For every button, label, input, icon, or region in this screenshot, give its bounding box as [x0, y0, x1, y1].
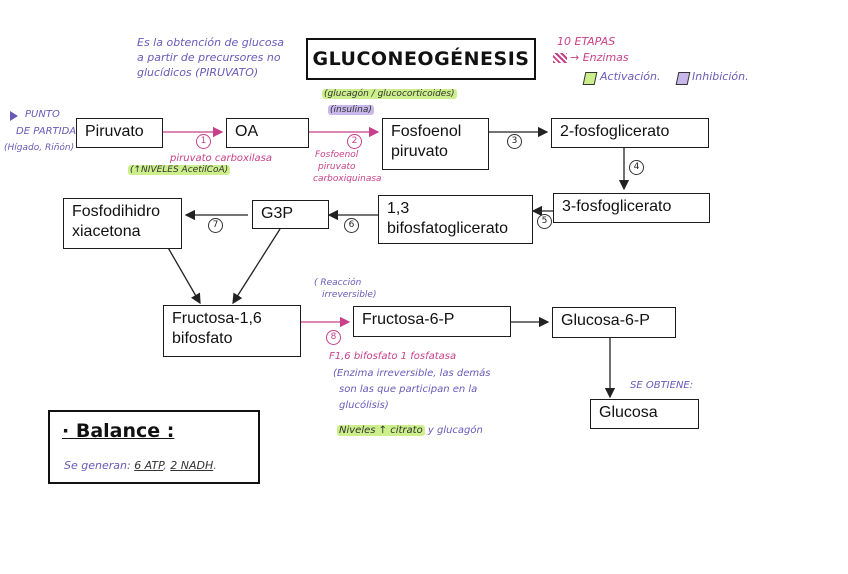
- definition-line-1: Es la obtención de glucosa: [137, 36, 285, 49]
- box-fosfoenol-line-2: piruvato: [391, 143, 448, 160]
- enzyme-8-regulation-act: Niveles ↑ citrato: [337, 425, 425, 436]
- box-fructosa-6-p: Fructosa-6-P: [353, 306, 511, 337]
- enzyme-8-note-2: son las que participan en la: [339, 384, 478, 395]
- enzyme-hatch-icon: [553, 53, 567, 63]
- step-8: 8: [326, 330, 341, 345]
- box-piruvato: Piruvato: [76, 118, 163, 148]
- box-dhap-line-2: xiacetona: [72, 223, 141, 240]
- step-7: 7: [208, 218, 223, 233]
- box-piruvato-label: Piruvato: [85, 123, 144, 140]
- enzyme-2-line-2: piruvato: [318, 162, 356, 172]
- box-oa: OA: [226, 118, 309, 148]
- box-dhap-line-1: Fosfodihidro: [72, 203, 161, 220]
- enzyme-2-line-1: Fosfoenol: [315, 150, 359, 160]
- box-3-fosfoglicerato-label: 3-fosfoglicerato: [562, 198, 672, 215]
- box-3-fosfoglicerato: 3-fosfoglicerato: [553, 193, 710, 223]
- legend-inhibicion: Inhibición.: [692, 70, 749, 83]
- balance-box: · Balance : Se generan: 6 ATP, 2 NADH.: [48, 410, 260, 484]
- box-fbp-line-2: bifosfato: [172, 330, 233, 347]
- step-1: 1: [196, 134, 211, 149]
- box-glucosa-label: Glucosa: [599, 404, 658, 421]
- regulation-2-activators-text: (glucagón / glucocorticoides): [322, 89, 457, 99]
- enzyme-1-label: piruvato carboxilasa: [170, 153, 272, 164]
- box-2-fosfoglicerato: 2-fosfoglicerato: [551, 118, 709, 148]
- box-g6p-label: Glucosa-6-P: [561, 312, 650, 329]
- box-fosfoenol-line-1: Fosfoenol: [391, 123, 462, 140]
- legend-etapas: 10 ETAPAS: [557, 35, 616, 48]
- box-13-line-1: 1,3: [387, 200, 410, 217]
- start-label-1: PUNTO: [25, 109, 60, 120]
- enzyme-2-line-3: carboxiquinasa: [313, 174, 382, 184]
- balance-nadh: 2 NADH: [170, 459, 214, 472]
- obtiene-label: SE OBTIENE:: [630, 380, 694, 391]
- enzyme-1-regulation: (↑NIVELES AcetilCoA): [128, 165, 231, 175]
- enzyme-1-regulation-text: (↑NIVELES AcetilCoA): [128, 165, 231, 175]
- balance-text: Se generan:: [64, 459, 131, 472]
- definition-line-3: glucídicos (PIRUVATO): [137, 66, 259, 79]
- box-dhap: Fosfodihidro xiacetona: [63, 198, 182, 249]
- title-box: GLUCONEOGÉNESIS: [306, 38, 536, 80]
- regulation-2-inhibitor: (insulina): [328, 105, 374, 115]
- box-fosfoenolpiruvato: Fosfoenol piruvato: [382, 118, 489, 170]
- enzyme-8-note-1: (Enzima irreversible, las demás: [333, 368, 491, 379]
- box-glucosa: Glucosa: [590, 399, 699, 429]
- box-fbp-line-1: Fructosa-1,6: [172, 310, 262, 327]
- step-6: 6: [344, 218, 359, 233]
- step-3: 3: [507, 134, 522, 149]
- box-2-fosfoglicerato-label: 2-fosfoglicerato: [560, 123, 670, 140]
- legend-enzimas: → Enzimas: [570, 51, 629, 64]
- box-13-line-2: bifosfatoglicerato: [387, 220, 508, 237]
- step-4: 4: [629, 160, 644, 175]
- definition-line-2: a partir de precursores no: [137, 51, 281, 64]
- step-2: 2: [347, 134, 362, 149]
- enzyme-8-label: F1,6 bifosfato 1 fosfatasa: [329, 351, 457, 362]
- irreversible-line-1: ( Reacción: [314, 278, 362, 288]
- legend-activacion: Activación.: [600, 70, 661, 83]
- regulation-2-activators: (glucagón / glucocorticoides): [322, 89, 457, 99]
- box-oa-label: OA: [235, 123, 259, 140]
- box-13-bifosfoglicerato: 1,3 bifosfatoglicerato: [378, 195, 533, 244]
- box-f6p-label: Fructosa-6-P: [362, 311, 455, 328]
- step-5: 5: [537, 214, 552, 229]
- triangle-icon: [10, 111, 18, 121]
- enzyme-8-regulation: Niveles ↑ citrato y glucagón: [337, 425, 483, 436]
- page-title: GLUCONEOGÉNESIS: [312, 48, 530, 70]
- box-fructosa-16-bifosfato: Fructosa-1,6 bifosfato: [163, 305, 301, 357]
- balance-atp: 6 ATP: [134, 459, 164, 472]
- box-g3p-label: G3P: [261, 205, 294, 222]
- start-label-2: DE PARTIDA: [16, 126, 77, 137]
- box-g3p: G3P: [252, 200, 329, 229]
- regulation-2-inhibitor-text: (insulina): [328, 105, 374, 115]
- irreversible-line-2: irreversible): [322, 290, 377, 300]
- box-glucosa-6-p: Glucosa-6-P: [552, 307, 676, 338]
- balance-text-line: Se generan: 6 ATP, 2 NADH.: [64, 459, 217, 472]
- balance-title: · Balance :: [62, 420, 175, 442]
- enzyme-8-note-3: glucólisis): [339, 400, 389, 411]
- start-label-3: (Hígado, Riñón): [4, 143, 75, 153]
- enzyme-8-regulation-rest: y glucagón: [427, 425, 483, 436]
